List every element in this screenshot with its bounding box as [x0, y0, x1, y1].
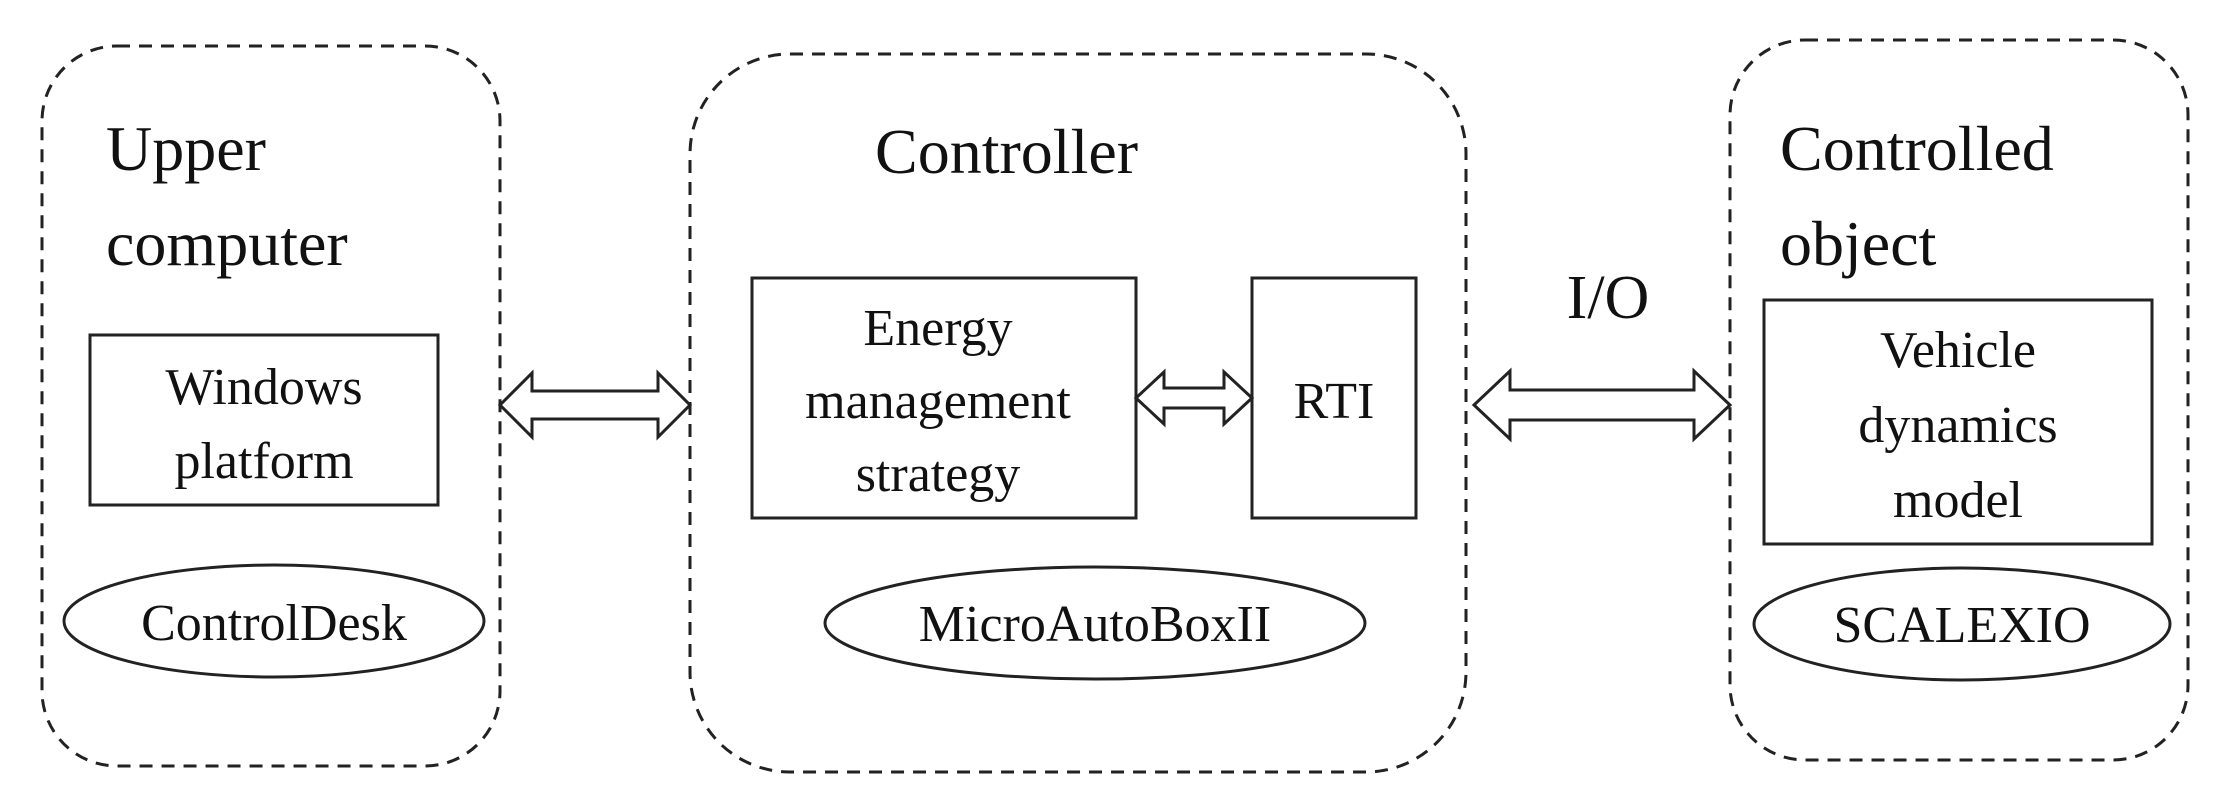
vehicle-dynamics-model-box — [1762, 298, 2154, 546]
upper-controller-double-arrow — [497, 369, 693, 441]
vehicle-model-line1: Vehicle — [1880, 322, 2036, 379]
vehicle-model-line3: model — [1893, 472, 2023, 529]
windows-platform-box — [88, 333, 440, 507]
io-label: I/O — [1567, 264, 1650, 332]
scalexio-label: SCALEXIO — [1833, 597, 2090, 654]
upper-computer-group: Upper computer Windows platform ControlD… — [40, 44, 502, 768]
upper-computer-title-line2: computer — [106, 208, 348, 279]
controlled-object-group: Controlled object Vehicle dynamics model… — [1728, 38, 2190, 762]
microautoboxii-ellipse — [823, 565, 1367, 681]
controller-dashed-frame — [688, 52, 1468, 774]
strategy-line3: strategy — [856, 446, 1021, 503]
strategy-line2: management — [805, 373, 1071, 430]
controller-object-io-double-arrow — [1471, 367, 1733, 443]
controlled-object-title-line1: Controlled — [1780, 113, 2054, 184]
microautoboxii-label: MicroAutoBoxII — [919, 596, 1271, 653]
strategy-rti-double-arrow — [1133, 368, 1255, 428]
controller-group: Controller Energy management strategy RT… — [688, 52, 1468, 774]
upper-computer-title-line1: Upper — [106, 113, 266, 184]
windows-platform-line2: platform — [174, 433, 353, 490]
controller-title: Controller — [875, 116, 1138, 187]
controldesk-label: ControlDesk — [141, 595, 407, 652]
rti-box — [1250, 276, 1418, 520]
rti-label: RTI — [1294, 373, 1375, 430]
windows-platform-line1: Windows — [165, 359, 362, 416]
strategy-line1: Energy — [863, 300, 1012, 357]
controlled-object-dashed-frame — [1728, 38, 2190, 762]
vehicle-model-line2: dynamics — [1858, 397, 2057, 454]
controldesk-ellipse — [62, 563, 486, 679]
controlled-object-title-line2: object — [1780, 208, 1937, 279]
energy-management-strategy-box — [750, 276, 1138, 520]
scalexio-ellipse — [1752, 566, 2172, 682]
